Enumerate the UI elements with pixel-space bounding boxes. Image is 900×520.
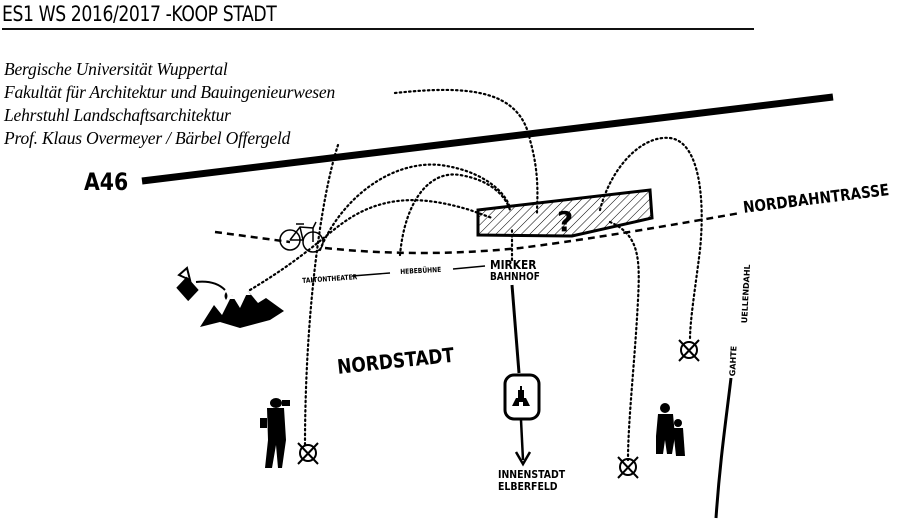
church-icon bbox=[512, 386, 530, 406]
family-icon bbox=[656, 403, 685, 456]
arrow-head-icon bbox=[514, 451, 532, 467]
path-from-header bbox=[393, 88, 539, 215]
crossed-circle-icon bbox=[617, 456, 639, 479]
project-site-area[interactable] bbox=[476, 188, 654, 238]
stop-connector bbox=[351, 272, 391, 277]
destination-label: INNENSTADT ELBERFELD bbox=[498, 469, 565, 493]
path-from-hebebuehne bbox=[398, 173, 512, 257]
stop-connector bbox=[452, 265, 486, 270]
station-label-line2: BAHNHOF bbox=[490, 271, 540, 283]
photographer-icon bbox=[260, 398, 290, 468]
crossed-circle-markers bbox=[297, 339, 700, 479]
mountains-icon bbox=[200, 291, 284, 328]
path-from-mountains bbox=[248, 199, 494, 292]
title-divider bbox=[2, 28, 754, 30]
crossed-circle-icon bbox=[678, 339, 700, 362]
path-to-photographer-spot bbox=[303, 143, 340, 447]
bicycle-icon bbox=[279, 221, 324, 253]
affiliation-professors: Prof. Klaus Overmeyer / Bärbel Offergeld bbox=[4, 128, 291, 148]
path-to-lower-right-spot bbox=[608, 220, 640, 462]
line-to-station-icon bbox=[510, 284, 521, 374]
highway-a46-line bbox=[141, 93, 834, 185]
affiliation-faculty: Fakultät für Architektur und Bauingenieu… bbox=[4, 82, 336, 102]
highway-label: A46 bbox=[84, 168, 129, 196]
site-question-mark: ? bbox=[557, 205, 573, 238]
crossed-circle-icon bbox=[297, 442, 319, 465]
arrow-to-city-center bbox=[519, 419, 525, 461]
path-to-right-spot bbox=[598, 136, 703, 342]
destination-line1: INNENSTADT bbox=[498, 468, 566, 481]
nordbahntrasse-line bbox=[214, 211, 741, 255]
path-mid-arc bbox=[318, 163, 512, 252]
station-label: MIRKER BAHNHOF bbox=[490, 257, 540, 283]
street-label-gahte: GAHTE bbox=[728, 345, 739, 377]
affiliation-chair: Lehrstuhl Landschaftsarchitektur bbox=[4, 105, 231, 125]
watering-can-icon bbox=[176, 266, 228, 302]
page-title: ES1 WS 2016/2017 -KOOP STADT bbox=[2, 2, 277, 26]
station-label-line1: MIRKER bbox=[490, 257, 537, 272]
street-gahte-line bbox=[714, 377, 733, 519]
connection-paths bbox=[248, 88, 703, 462]
affiliation-university: Bergische Universität Wuppertal bbox=[4, 59, 228, 79]
destination-line2: ELBERFELD bbox=[498, 480, 558, 493]
